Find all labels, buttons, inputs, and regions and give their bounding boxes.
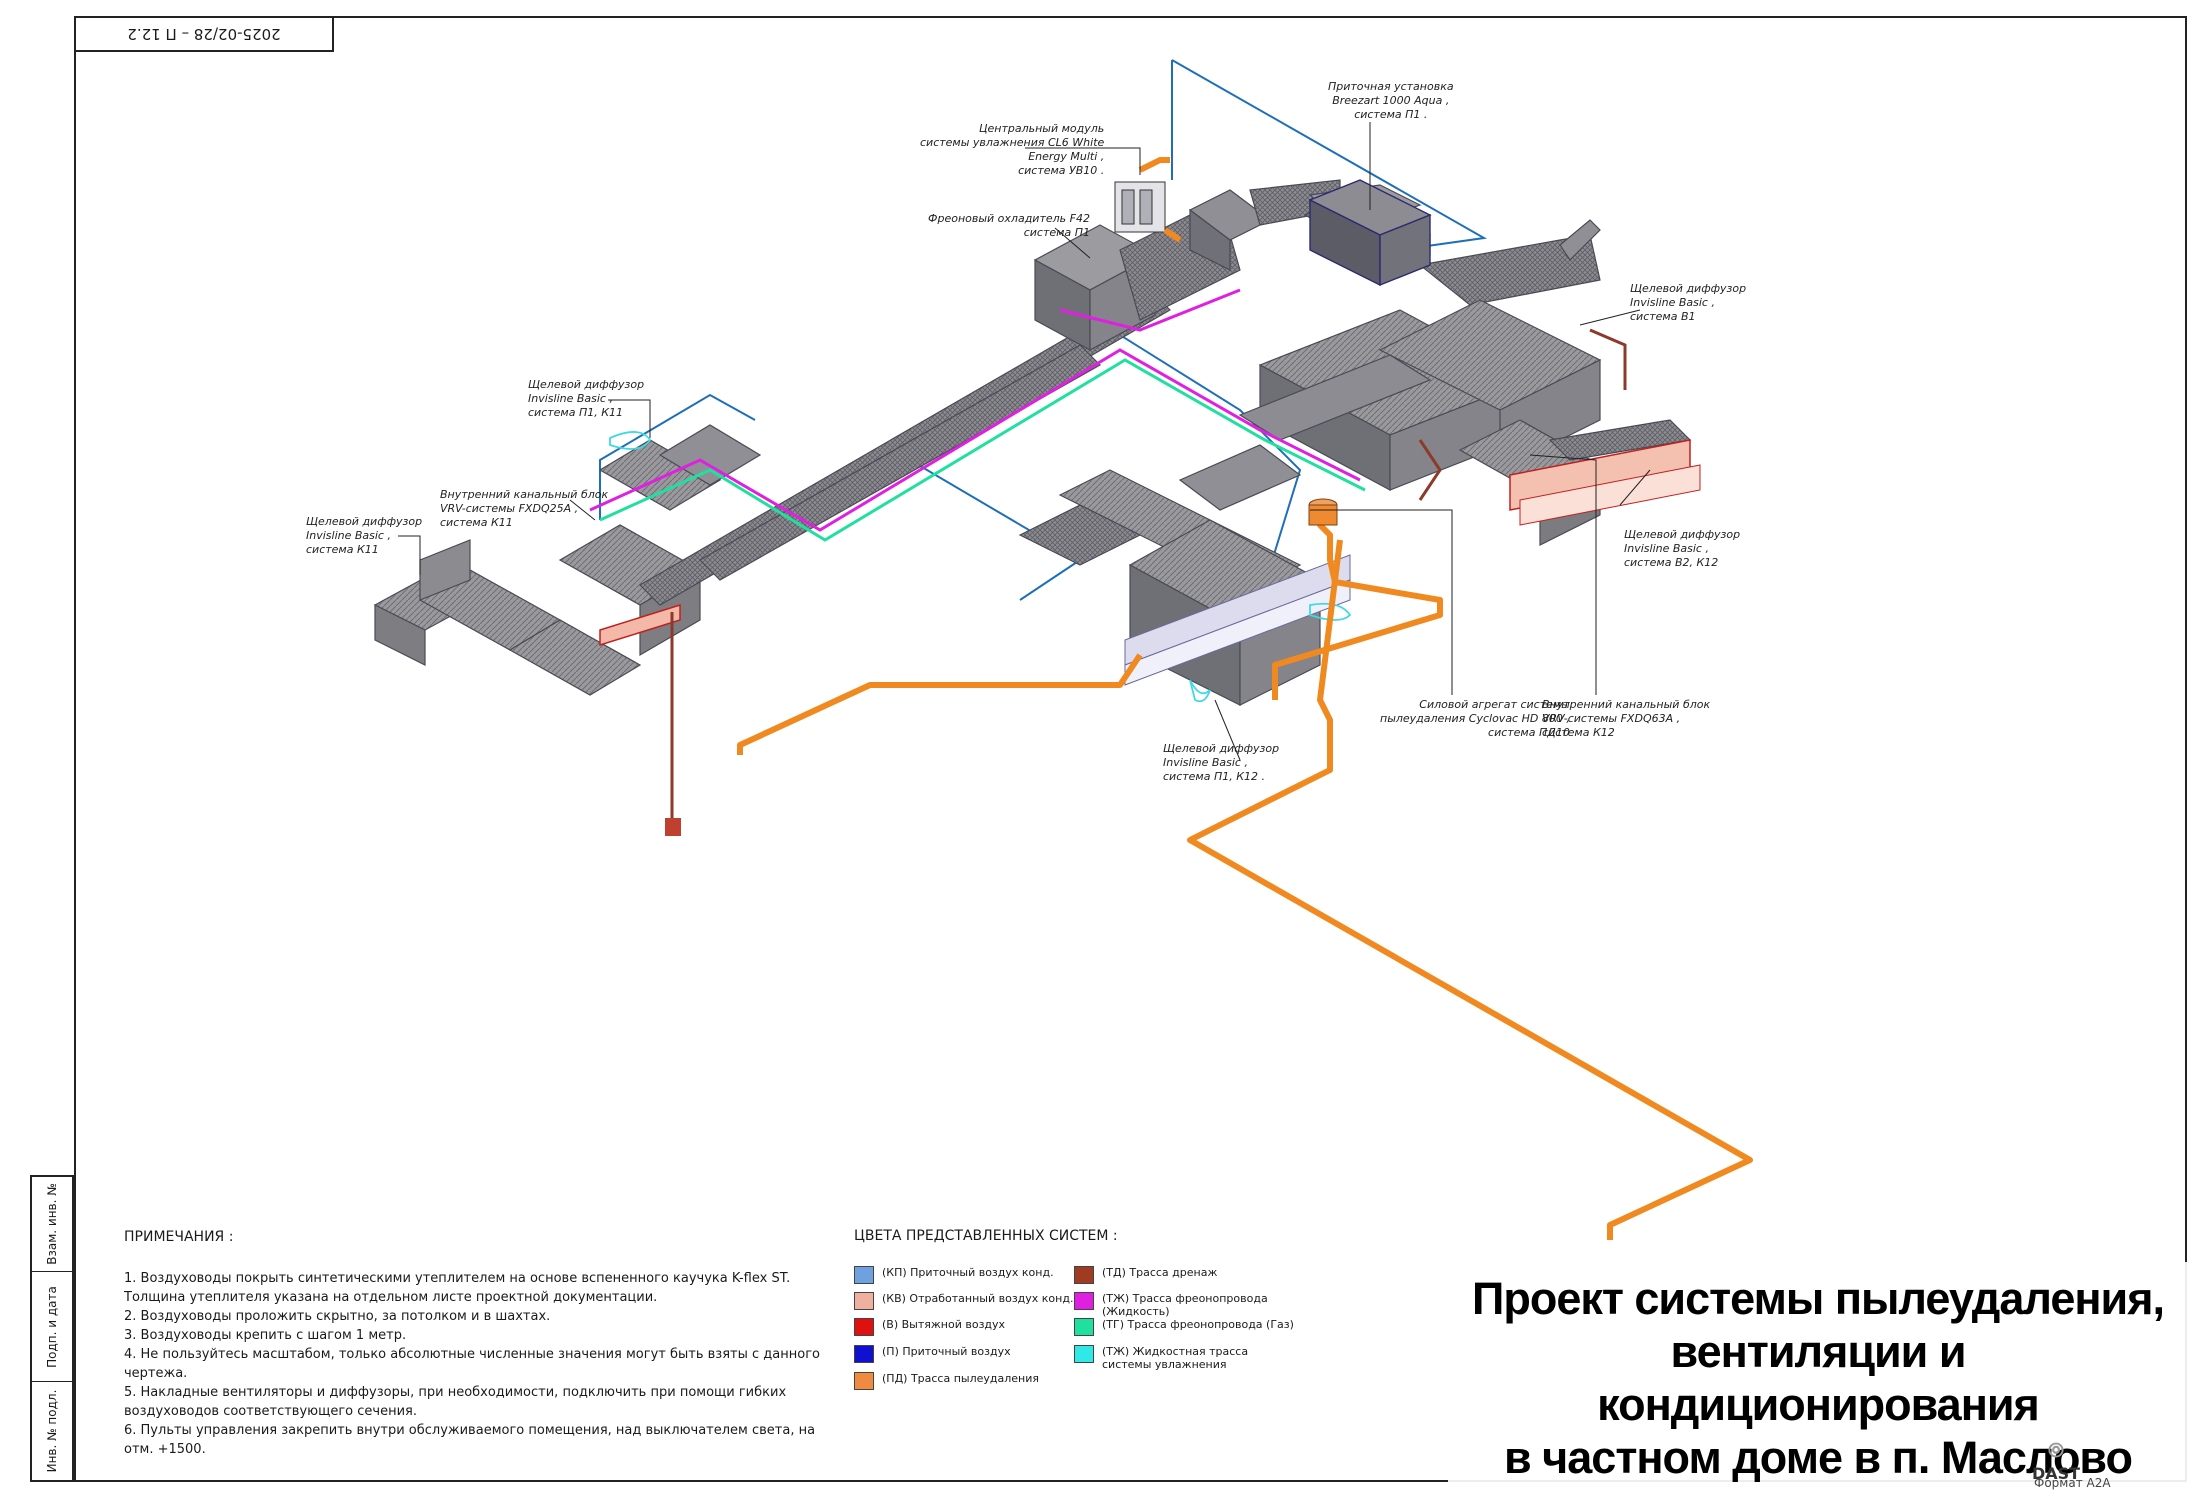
legend-swatch bbox=[1074, 1266, 1094, 1284]
side-cell-replace-inv: Взам. инв. № bbox=[32, 1177, 72, 1272]
callout-indoor-unit-k12: Внутренний канальный блок VRV-системы FX… bbox=[1542, 698, 1711, 739]
callout-humidifier: Центральный модуль системы увлажнения CL… bbox=[920, 122, 1105, 177]
side-cell-sign-date: Подп. и дата bbox=[32, 1272, 72, 1382]
callout-diffuser-p1-k12: Щелевой диффузор Invisline Basic , систе… bbox=[1163, 742, 1280, 783]
legend-item: (П) Приточный воздух bbox=[854, 1345, 1084, 1363]
exhaust-elements bbox=[599, 328, 1701, 836]
legend-item: (ТГ) Трасса фреонопровода (Газ) bbox=[1074, 1318, 1304, 1336]
notes-heading: ПРИМЕЧАНИЯ : bbox=[124, 1229, 234, 1245]
legend-swatch bbox=[1074, 1292, 1094, 1310]
legend-label: (КП) Приточный воздух конд. bbox=[882, 1266, 1054, 1279]
legend-label: (ТЖ) Трасса фреонопровода (Жидкость) bbox=[1102, 1292, 1268, 1318]
callout-diffuser-p1-k11: Щелевой диффузор Invisline Basic , систе… bbox=[528, 378, 645, 419]
legend-label: (ТЖ) Жидкостная трасса системы увлажнени… bbox=[1102, 1345, 1249, 1371]
legend-label: (П) Приточный воздух bbox=[882, 1345, 1011, 1358]
legend-label: (КВ) Отработанный воздух конд. bbox=[882, 1292, 1074, 1305]
note-item: 1. Воздуховоды покрыть синтетическими ут… bbox=[124, 1271, 791, 1305]
company-logo: ⦾ DAST bbox=[2016, 1438, 2096, 1483]
air-ducts bbox=[373, 179, 1692, 706]
legend-item: (ПД) Трасса пылеудаления bbox=[854, 1372, 1084, 1390]
legend-swatch bbox=[1074, 1318, 1094, 1336]
legend-swatch bbox=[854, 1345, 874, 1363]
freon-lines bbox=[589, 288, 1366, 542]
legend-swatch bbox=[1074, 1345, 1094, 1363]
legend-item: (В) Вытяжной воздух bbox=[854, 1318, 1084, 1336]
note-item: 6. Пульты управления закрепить внутри об… bbox=[124, 1423, 816, 1457]
humidification-lines bbox=[609, 431, 1352, 703]
side-stamp-strip: Взам. инв. № Подп. и дата Инв. № подл. bbox=[30, 1175, 74, 1482]
humidifier-module bbox=[1114, 181, 1166, 233]
notes-block: ПРИМЕЧАНИЯ : 1. Воздуховоды покрыть синт… bbox=[124, 1228, 824, 1459]
legend-item: (КП) Приточный воздух конд. bbox=[854, 1266, 1084, 1284]
sheet-format: Формат А2А bbox=[2034, 1476, 2111, 1490]
legend-swatch bbox=[854, 1266, 874, 1284]
system-colors-legend: ЦВЕТА ПРЕДСТАВЛЕННЫХ СИСТЕМ : (КП) Прито… bbox=[854, 1228, 1354, 1390]
legend-label: (В) Вытяжной воздух bbox=[882, 1318, 1006, 1331]
callout-cooler: Фреоновый охладитель F42 система П1 bbox=[928, 212, 1090, 239]
project-title-text: Проект системы пылеудаления, вентиляции … bbox=[1472, 1273, 2165, 1483]
note-item: 3. Воздуховоды крепить с шагом 1 метр. bbox=[124, 1328, 407, 1343]
logo-mark-icon: ⦾ bbox=[2048, 1438, 2064, 1462]
dust-extraction-pipe bbox=[737, 157, 1753, 1240]
legend-item: (ТЖ) Трасса фреонопровода (Жидкость) bbox=[1074, 1292, 1304, 1318]
legend-item: (КВ) Отработанный воздух конд. bbox=[854, 1292, 1084, 1310]
callout-diffuser-b2-k12: Щелевой диффузор Invisline Basic , систе… bbox=[1624, 528, 1741, 569]
dust-unit-cyclovac bbox=[1308, 498, 1338, 526]
legend-label: (ТГ) Трасса фреонопровода (Газ) bbox=[1102, 1318, 1294, 1331]
note-item: 5. Накладные вентиляторы и диффузоры, пр… bbox=[124, 1385, 787, 1419]
slot-diffusers bbox=[1124, 554, 1351, 686]
callout-diffuser-b1: Щелевой диффузор Invisline Basic , систе… bbox=[1630, 282, 1747, 323]
legend-swatch bbox=[854, 1372, 874, 1390]
legend-label: (ТД) Трасса дренаж bbox=[1102, 1266, 1218, 1279]
legend-swatch bbox=[854, 1318, 874, 1336]
note-item: 2. Воздуховоды проложить скрытно, за пот… bbox=[124, 1309, 551, 1324]
logo-text: DAST bbox=[2031, 1464, 2081, 1483]
callout-indoor-unit-k11: Внутренний канальный блок VRV-системы FX… bbox=[440, 488, 609, 529]
note-item: 4. Не пользуйтесь масштабом, только абсо… bbox=[124, 1347, 820, 1381]
legend-label: (ПД) Трасса пылеудаления bbox=[882, 1372, 1040, 1385]
legend-heading: ЦВЕТА ПРЕДСТАВЛЕННЫХ СИСТЕМ : bbox=[854, 1228, 1118, 1244]
callout-dust-unit: Силовой агрегат системы пылеудаления Cyc… bbox=[1380, 698, 1570, 739]
callout-supply-unit: Приточная установка Breezart 1000 Aqua ,… bbox=[1328, 80, 1454, 121]
leader-lines bbox=[398, 122, 1651, 761]
callout-diffuser-k11: Щелевой диффузор Invisline Basic , систе… bbox=[306, 515, 423, 556]
drawing-frame bbox=[74, 16, 2187, 1482]
legend-swatch bbox=[854, 1292, 874, 1310]
project-title: Проект системы пылеудаления, вентиляции … bbox=[1448, 1262, 2188, 1494]
legend-item: (ТЖ) Жидкостная трасса системы увлажнени… bbox=[1074, 1345, 1304, 1371]
legend-item: (ТД) Трасса дренаж bbox=[1074, 1266, 1304, 1284]
